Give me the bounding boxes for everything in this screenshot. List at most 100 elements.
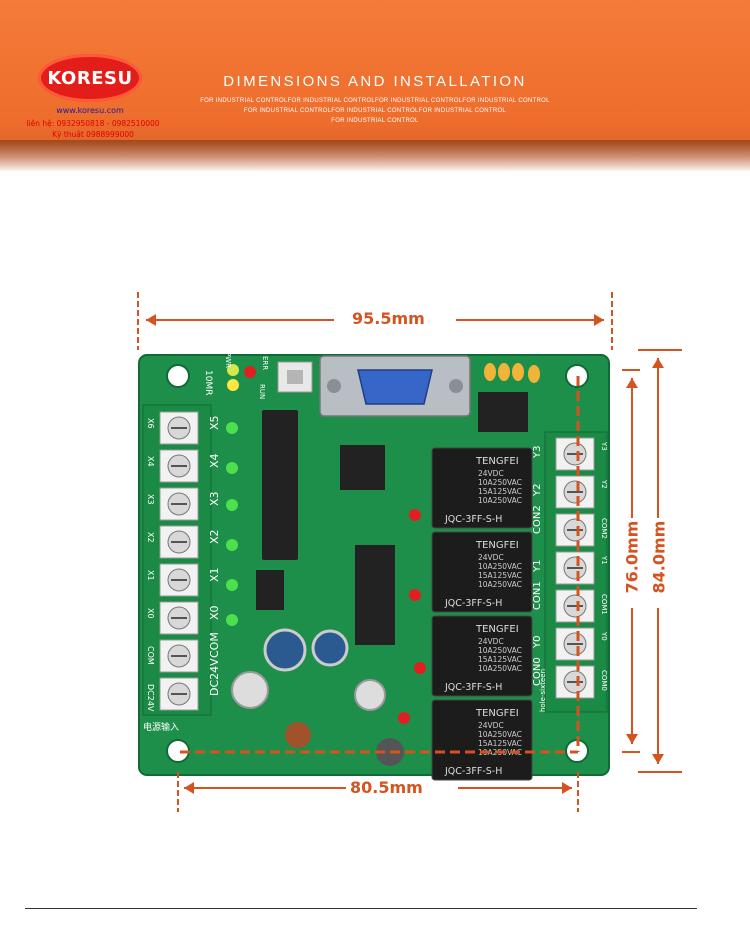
right-terminal-label: Y1	[600, 555, 608, 565]
right-terminal: Y3	[555, 437, 608, 471]
left-terminal: X3	[146, 487, 199, 521]
right-terminal: COM0	[555, 665, 608, 699]
input-silk-label: X0	[208, 605, 221, 620]
input-silk-label: COM	[208, 632, 221, 658]
width-total-label: 95.5mm	[352, 309, 425, 328]
left-terminal: DC24V	[146, 677, 199, 712]
right-terminal: COM1	[555, 589, 608, 623]
run-label: RUN	[258, 384, 266, 399]
relay-rating: 10A250VAC	[478, 496, 522, 505]
relay-rating: 10A250VAC	[478, 478, 522, 487]
right-terminal: Y0	[555, 627, 608, 661]
relay-brand: TENGFEI	[475, 708, 519, 719]
relay-rating: 15A125VAC	[478, 571, 522, 580]
relay-rating: 24VDC	[478, 721, 504, 730]
output-silk-label: Y3	[532, 446, 543, 459]
right-terminal: Y2	[555, 475, 608, 509]
input-silk-label: X3	[208, 491, 221, 506]
brand-logo: KORESU	[38, 54, 142, 102]
pcb-name-label: hole-sixteen	[539, 669, 547, 712]
relay-model: JQC-3FF-S-H	[444, 598, 502, 609]
relay-brand: TENGFEI	[475, 456, 519, 467]
output-silk-label: CON1	[532, 581, 543, 610]
ceramic-capacitors	[484, 363, 540, 383]
relay-model: JQC-3FF-S-H	[444, 682, 502, 693]
contact-info: liên hệ: 0932950818 - 0982510000 Kỹ thuậ…	[18, 118, 168, 140]
relay-brand: TENGFEI	[475, 624, 519, 635]
relay-brand: TENGFEI	[475, 540, 519, 551]
output-silk-label: CON2	[532, 505, 543, 534]
left-terminal-label: DC24V	[146, 684, 155, 712]
right-terminal-label: COM1	[600, 594, 608, 615]
power-input-label: 电源输入	[143, 721, 179, 733]
left-terminal-label: X3	[146, 494, 155, 505]
output-silk-label: Y0	[532, 636, 543, 649]
pwr-label: PWR	[224, 352, 232, 368]
right-terminal-label: COM0	[600, 670, 608, 691]
right-terminal: Y1	[555, 551, 608, 585]
header-shadow	[0, 140, 750, 172]
left-terminal: X6	[146, 411, 199, 445]
input-silk-label: DC24V	[208, 658, 221, 696]
left-terminal-label: X6	[146, 418, 155, 429]
dimension-lines	[137, 292, 682, 812]
right-terminal-label: Y2	[600, 479, 608, 489]
width-holes-label: 80.5mm	[350, 778, 423, 797]
relay-rating: 24VDC	[478, 469, 504, 478]
relay-model: JQC-3FF-S-H	[444, 766, 502, 777]
left-terminal: X1	[146, 563, 199, 597]
left-terminal: X0	[146, 601, 199, 635]
relay-rating: 10A250VAC	[478, 730, 522, 739]
input-silk-label: X1	[208, 567, 221, 582]
subtitle-line-1: FOR INDUSTRIAL CONTROLFOR INDUSTRIAL CON…	[200, 98, 550, 104]
relay: TENGFEI24VDC10A250VAC15A125VAC10A250VACJ…	[431, 699, 533, 781]
left-terminal-label: X2	[146, 532, 155, 543]
subtitle-line-2: FOR INDUSTRIAL CONTROLFOR INDUSTRIAL CON…	[243, 108, 507, 114]
right-terminal-label: Y3	[600, 441, 608, 451]
input-silk-label: X4	[208, 453, 221, 468]
right-terminal-label: Y0	[600, 631, 608, 641]
relay-model: JQC-3FF-S-H	[444, 514, 502, 525]
height-total-label: 84.0mm	[649, 520, 669, 594]
relay: TENGFEI24VDC10A250VAC15A125VAC10A250VACJ…	[431, 447, 533, 529]
err-label: ERR	[261, 356, 269, 370]
contact-phone: liên hệ: 0932950818 - 0982510000	[26, 119, 160, 128]
relay-rating: 10A250VAC	[478, 664, 522, 673]
relay-rating: 15A125VAC	[478, 487, 522, 496]
input-silk-label: X2	[208, 529, 221, 544]
left-terminal: X2	[146, 525, 199, 559]
input-silk-label: X5	[208, 415, 221, 430]
contact-tech: Kỹ thuật 0988999000	[52, 130, 134, 139]
relay: TENGFEI24VDC10A250VAC15A125VAC10A250VACJ…	[431, 615, 533, 697]
relay-rating: 24VDC	[478, 553, 504, 562]
subtitle-line-3: FOR INDUSTRIAL CONTROL	[331, 118, 419, 124]
ics	[256, 392, 528, 645]
relay-rating: 10A250VAC	[478, 562, 522, 571]
output-silk-label: Y2	[532, 484, 543, 497]
right-terminal: COM2	[555, 513, 608, 547]
left-terminal-label: COM	[146, 646, 155, 665]
left-terminal-label: X1	[146, 570, 155, 581]
page-title: DIMENSIONS AND INSTALLATION	[223, 73, 527, 90]
relay-rating: 10A250VAC	[478, 646, 522, 655]
capacitors	[231, 628, 404, 766]
status-leds	[226, 364, 426, 724]
mode-label: 10MR	[203, 370, 213, 395]
brand-name: KORESU	[47, 67, 133, 89]
output-silk-label: Y1	[532, 560, 543, 573]
output-silk-label: CON0	[532, 657, 543, 686]
serial-connector	[319, 355, 471, 417]
height-holes-label: 76.0mm	[622, 520, 642, 594]
left-terminal-label: X0	[146, 608, 155, 619]
relay-rating: 15A125VAC	[478, 655, 522, 664]
relay-rating: 10A250VAC	[478, 580, 522, 589]
left-terminal: COM	[146, 639, 199, 673]
relay-rating: 24VDC	[478, 637, 504, 646]
relays: TENGFEI24VDC10A250VAC15A125VAC10A250VACJ…	[431, 447, 533, 781]
relay-rating: 15A125VAC	[478, 739, 522, 748]
left-terminal-label: X4	[146, 456, 155, 467]
brand-url: www.koresu.com	[56, 106, 124, 115]
